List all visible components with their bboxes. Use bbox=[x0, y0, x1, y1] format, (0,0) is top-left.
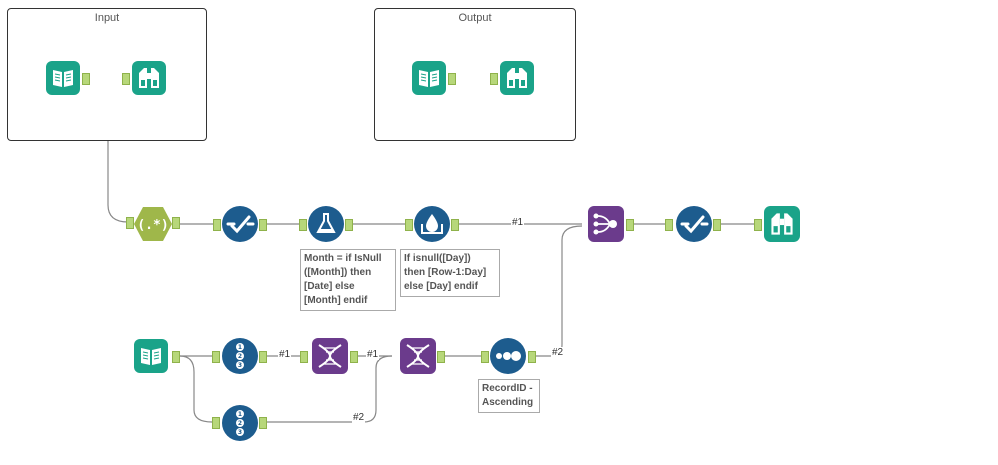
svg-text:1: 1 bbox=[238, 344, 242, 351]
annotation-multirow: If isnull([Day]) then [Row-1:Day] else [… bbox=[400, 249, 500, 297]
svg-text:2: 2 bbox=[238, 353, 242, 360]
input-container[interactable]: Input bbox=[7, 8, 207, 141]
input-anchor[interactable] bbox=[490, 73, 498, 85]
browse-tool-output[interactable] bbox=[500, 61, 534, 100]
regex-tool[interactable]: (.*) bbox=[134, 206, 172, 247]
output-anchor[interactable] bbox=[626, 219, 634, 231]
input-data-tool[interactable] bbox=[46, 61, 80, 100]
flask-icon bbox=[308, 206, 344, 242]
record-id-tool[interactable] bbox=[490, 338, 526, 379]
binoculars-icon bbox=[132, 61, 166, 95]
droplet-icon bbox=[414, 206, 450, 242]
dots-icon bbox=[490, 338, 526, 374]
browse-tool-input[interactable] bbox=[132, 61, 166, 100]
output-anchor[interactable] bbox=[451, 219, 459, 231]
input-data-tool-bottom[interactable] bbox=[134, 339, 168, 378]
connection-label-bottom-2-join: #2 bbox=[352, 412, 366, 423]
output-anchor[interactable] bbox=[437, 351, 445, 363]
output-anchor[interactable] bbox=[259, 219, 267, 231]
annotation-formula: Month = if IsNull ([Month]) then [Date] … bbox=[300, 249, 396, 311]
svg-text:3: 3 bbox=[238, 429, 242, 436]
input-anchor[interactable] bbox=[122, 73, 130, 85]
output-anchor[interactable] bbox=[713, 219, 721, 231]
connection-label-bottom-1: #1 bbox=[278, 349, 292, 360]
output-container-title: Output bbox=[458, 12, 492, 24]
input-anchor[interactable] bbox=[213, 219, 221, 231]
input-anchor[interactable] bbox=[212, 351, 220, 363]
input-anchor[interactable] bbox=[300, 351, 308, 363]
checkmark-icon bbox=[222, 206, 258, 242]
output-container[interactable]: Output bbox=[374, 8, 576, 141]
formula-tool[interactable] bbox=[308, 206, 344, 247]
input-anchor[interactable] bbox=[754, 219, 762, 231]
multirow-formula-tool[interactable] bbox=[414, 206, 450, 247]
binoculars-icon bbox=[500, 61, 534, 95]
output-anchor[interactable] bbox=[259, 417, 267, 429]
input-anchor[interactable] bbox=[212, 417, 220, 429]
output-anchor[interactable] bbox=[350, 351, 358, 363]
book-icon bbox=[412, 61, 446, 95]
output-anchor[interactable] bbox=[259, 351, 267, 363]
checkmark-icon bbox=[676, 206, 712, 242]
svg-text:(.*): (.*) bbox=[137, 218, 168, 233]
input-anchor[interactable] bbox=[405, 219, 413, 231]
input-container-title: Input bbox=[94, 12, 120, 24]
transpose-tool-1[interactable] bbox=[312, 338, 348, 379]
input-anchor[interactable] bbox=[126, 217, 134, 229]
svg-text:2: 2 bbox=[238, 420, 242, 427]
book-icon bbox=[46, 61, 80, 95]
numbered-list-icon: 1 2 3 bbox=[222, 338, 258, 374]
numbered-list-icon: 1 2 3 bbox=[222, 405, 258, 441]
output-anchor[interactable] bbox=[528, 351, 536, 363]
dna-icon bbox=[400, 338, 436, 374]
input-anchor[interactable] bbox=[299, 219, 307, 231]
regex-icon: (.*) bbox=[134, 207, 172, 241]
output-anchor[interactable] bbox=[448, 73, 456, 85]
dna-icon bbox=[312, 338, 348, 374]
output-anchor[interactable] bbox=[172, 351, 180, 363]
join-icon bbox=[588, 206, 624, 242]
input-anchor[interactable] bbox=[481, 351, 489, 363]
annotation-recordid: RecordID - Ascending bbox=[478, 379, 540, 413]
input-anchor[interactable] bbox=[665, 219, 673, 231]
input-data-tool-output[interactable] bbox=[412, 61, 446, 100]
sample-tool-2[interactable]: 1 2 3 bbox=[222, 405, 258, 446]
output-anchor[interactable] bbox=[82, 73, 90, 85]
join-multiple-tool[interactable] bbox=[588, 206, 624, 247]
sample-tool-1[interactable]: 1 2 3 bbox=[222, 338, 258, 379]
select-tool[interactable] bbox=[222, 206, 258, 247]
book-icon bbox=[134, 339, 168, 373]
svg-text:3: 3 bbox=[238, 362, 242, 369]
binoculars-icon bbox=[764, 206, 800, 242]
output-anchor[interactable] bbox=[172, 217, 180, 229]
output-anchor[interactable] bbox=[345, 219, 353, 231]
connection-label-bottom-1b: #1 bbox=[366, 349, 380, 360]
transpose-tool-2[interactable] bbox=[400, 338, 436, 379]
svg-text:1: 1 bbox=[238, 411, 242, 418]
select-tool-2[interactable] bbox=[676, 206, 712, 247]
browse-tool-final[interactable] bbox=[764, 206, 800, 247]
connection-label-bottom-2: #2 bbox=[551, 347, 565, 358]
connection-label-join-1: #1 bbox=[511, 217, 525, 228]
